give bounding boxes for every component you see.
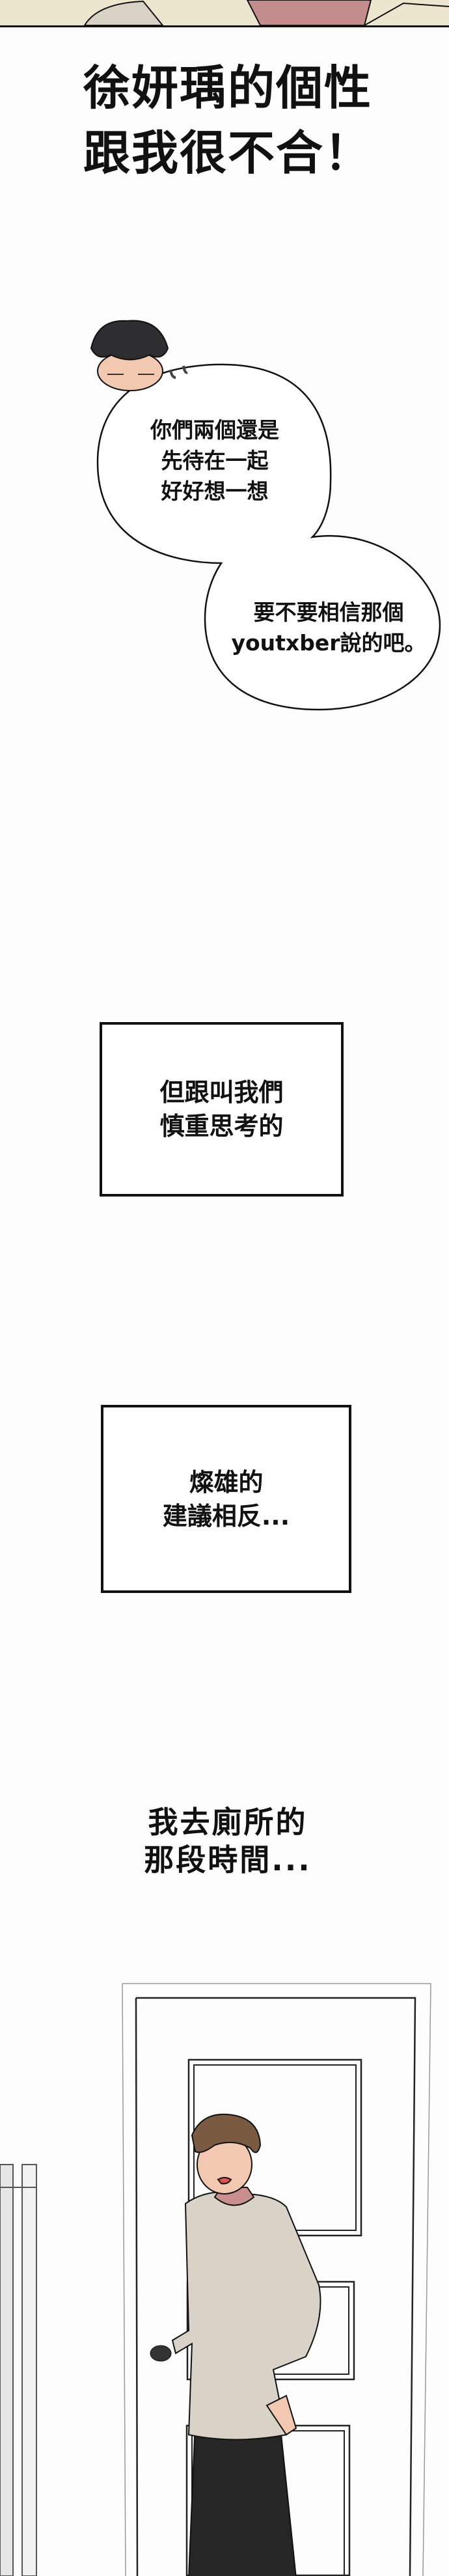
speech-bubble-2-text: 要不要相信那個 youtxber說的吧。 xyxy=(228,597,429,658)
door-knob-icon xyxy=(150,2345,172,2362)
box-line: 燦雄的 xyxy=(189,1467,264,1497)
narration-text: 我去廁所的 那段時間... xyxy=(98,1803,358,1879)
furniture-edge xyxy=(0,2164,37,2576)
headline-text: 徐妍瑀的個性 跟我很不合！ xyxy=(39,55,416,186)
speech-bubble-1-text: 你們兩個還是 先待在一起 好好想一想 xyxy=(127,415,303,506)
panel-illustration xyxy=(83,0,449,25)
narration-line: 那段時間... xyxy=(144,1842,312,1877)
bubble-line: 好好想一想 xyxy=(161,478,269,504)
character-head-icon xyxy=(90,320,188,391)
headline-line: 徐妍瑀的個性 xyxy=(83,61,372,115)
box-line: 建議相反... xyxy=(162,1501,290,1530)
bubble-line: 你們兩個還是 xyxy=(150,417,279,443)
narration-box-1: 但跟叫我們 慎重思考的 xyxy=(100,1022,344,1197)
bubble-line: 先待在一起 xyxy=(161,448,269,473)
speech-bubbles xyxy=(90,320,441,711)
narration-line: 我去廁所的 xyxy=(148,1805,308,1840)
previous-panel-fragment xyxy=(0,0,449,27)
bubble-line: 要不要相信那個 xyxy=(253,600,404,625)
door-scene-illustration xyxy=(0,1983,431,2576)
speech-bubble-outline xyxy=(96,363,441,711)
narration-box-2: 燦雄的 建議相反... xyxy=(101,1405,351,1593)
box-line: 但跟叫我們 xyxy=(159,1078,284,1107)
headline-line: 跟我很不合！ xyxy=(83,126,372,180)
character-standing xyxy=(171,2113,321,2576)
box-line: 慎重思考的 xyxy=(159,1112,284,1141)
bubble-line: youtxber說的吧。 xyxy=(231,630,426,656)
